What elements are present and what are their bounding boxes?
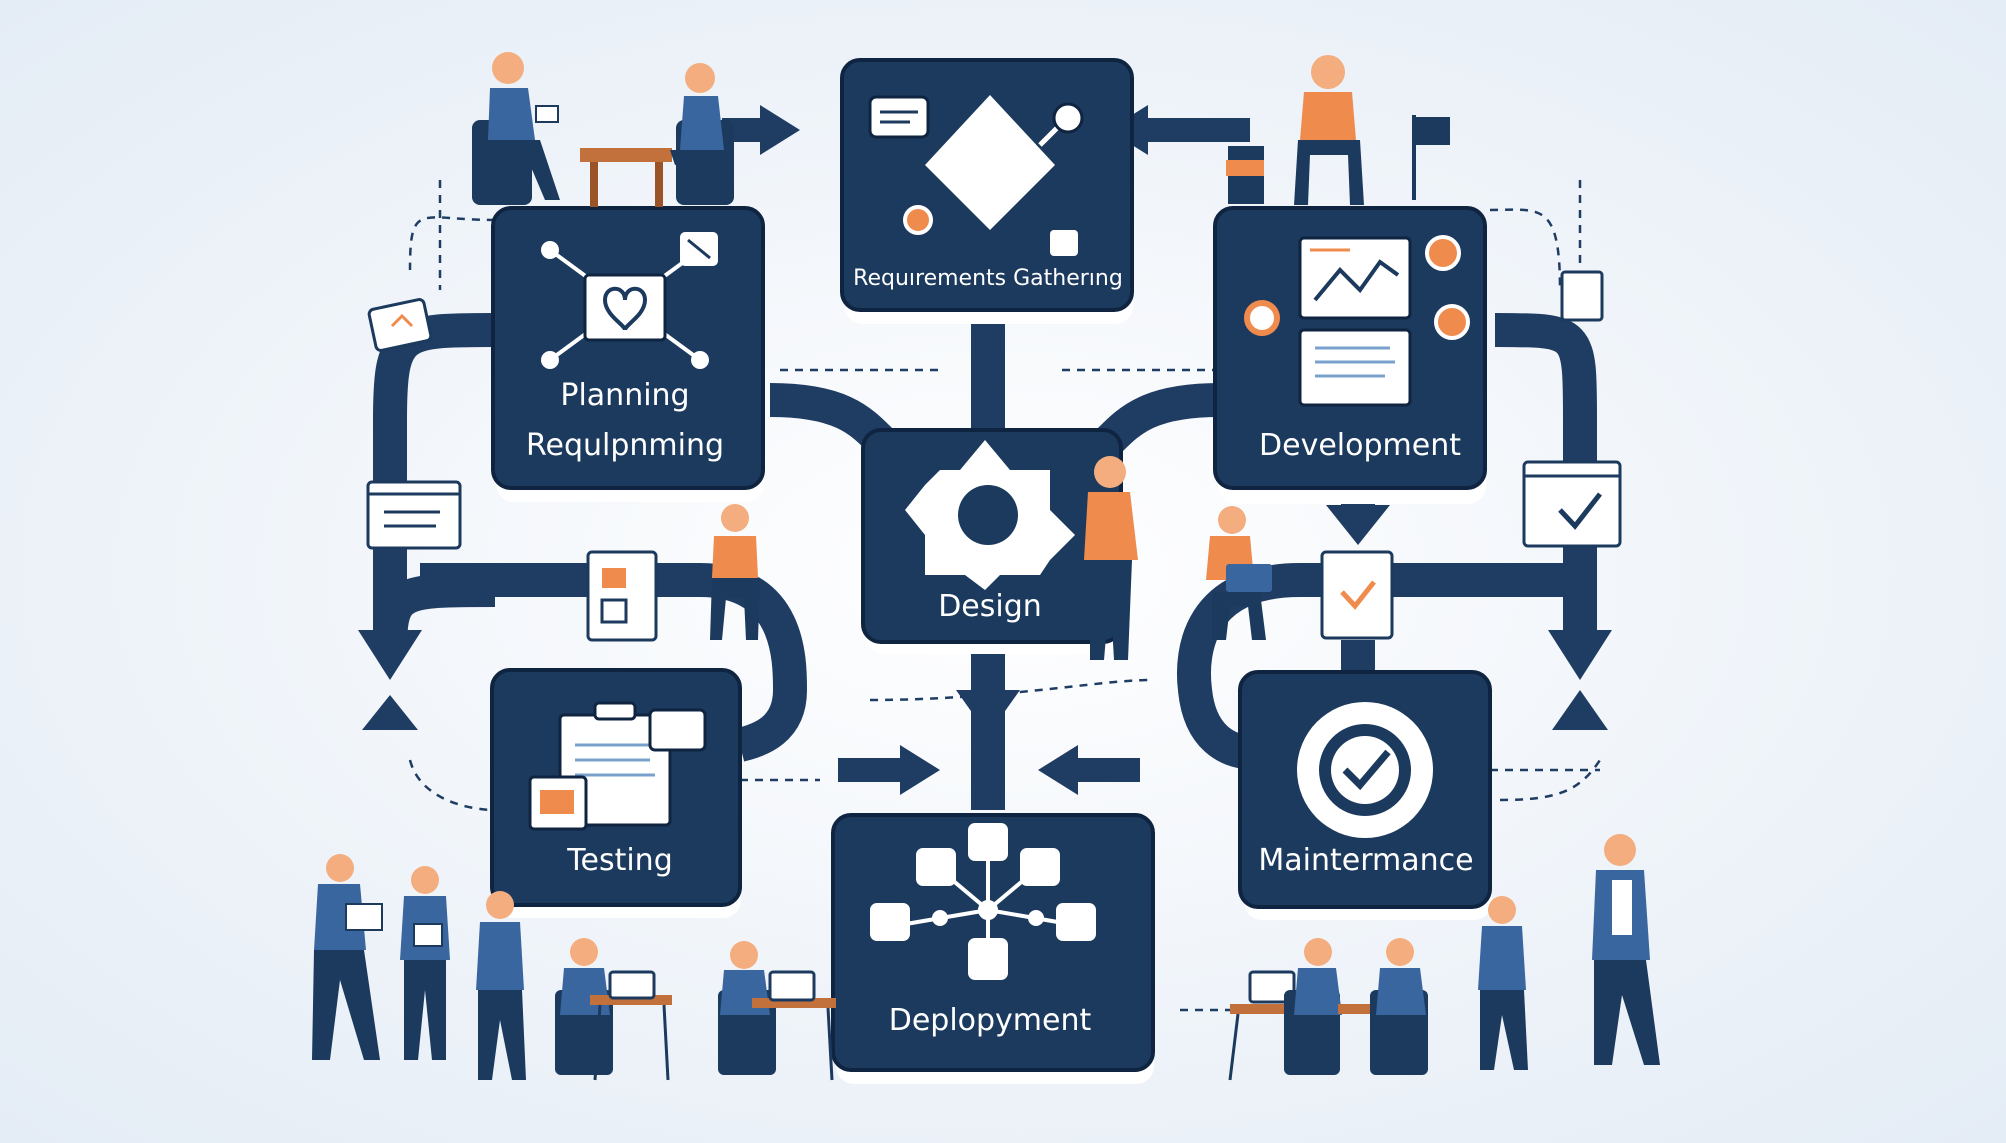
person-notes [670, 63, 734, 205]
browser-card-icon [366, 480, 462, 550]
code-card-icon [367, 298, 433, 352]
stage-development[interactable]: Development [1213, 206, 1487, 504]
arrow-heads [358, 105, 1612, 795]
tool-icon [1050, 230, 1078, 256]
diamond-node-icon [925, 95, 1055, 230]
stage-requirements-gathering[interactable]: Requırements Gatherıng [840, 58, 1134, 324]
stage-label-maintenance: Maintermance [1258, 843, 1473, 878]
person-reading [472, 52, 560, 205]
person-sitting-top [1226, 55, 1364, 205]
document-icon [1298, 328, 1412, 407]
window-check-card-icon [1522, 460, 1622, 548]
gear-check-icon [1297, 702, 1433, 838]
person-standing-design [1084, 456, 1138, 660]
stage-label-planning-1: Planning [560, 378, 689, 413]
stage-deployment[interactable]: Deplopyment [831, 813, 1155, 1084]
checkmark-card-icon [1320, 550, 1394, 640]
stage-label-testing: Testing [566, 843, 672, 878]
stage-label-requirements: Requırements Gatherıng [853, 266, 1123, 291]
network-tree-icon [870, 823, 1096, 980]
people-bottom-right [1228, 834, 1660, 1081]
stage-testing[interactable]: Testing [490, 668, 742, 918]
flag-icon [1414, 117, 1450, 145]
person-laptop-right [1206, 506, 1272, 640]
stage-label-planning-2: Requlpnming [526, 428, 724, 463]
people-group [312, 52, 1660, 1081]
stage-design[interactable]: Design [861, 428, 1123, 654]
heart-network-icon [541, 241, 709, 369]
person-sitting-left [710, 504, 760, 640]
stage-label-deployment: Deplopyment [889, 1003, 1092, 1038]
dashed-connectors [408, 180, 1602, 1012]
checklist-card-icon [586, 550, 658, 642]
floating-cards [366, 115, 1622, 642]
chat-bubble-icon [868, 95, 930, 139]
people-bottom-left [312, 854, 836, 1081]
stage-maintenance[interactable]: Maintermance [1238, 670, 1492, 920]
gear-icon [903, 205, 933, 235]
desk [580, 148, 672, 162]
target-icon [1244, 300, 1280, 336]
chart-window-icon [1298, 236, 1412, 320]
gear-icon [905, 440, 1075, 590]
note-card-icon [1560, 270, 1604, 322]
stage-planning[interactable]: Planning Requlpnming [491, 206, 765, 502]
stage-label-design: Design [938, 589, 1042, 624]
stage-label-development: Development [1259, 428, 1461, 463]
